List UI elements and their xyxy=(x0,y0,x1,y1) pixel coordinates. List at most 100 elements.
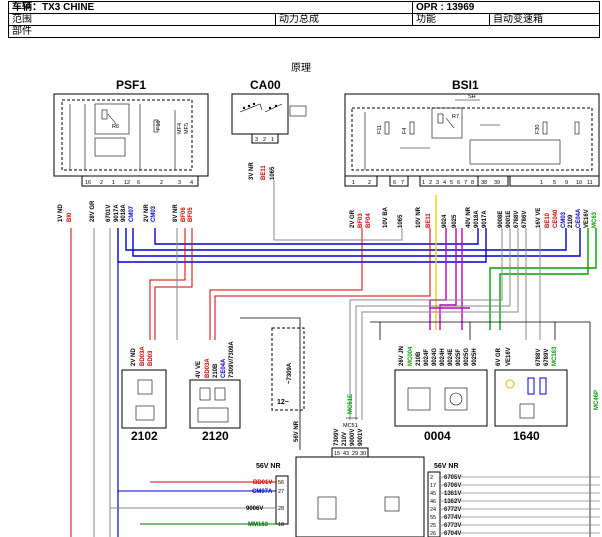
svg-text:6786V: 6786V xyxy=(522,211,528,228)
svg-text:1: 1 xyxy=(112,180,115,186)
svg-text:9017A: 9017A xyxy=(482,210,488,228)
svg-text:9017A: 9017A xyxy=(114,204,120,222)
svg-text:MC163: MC163 xyxy=(552,346,558,366)
svg-text:9001E: 9001E xyxy=(506,211,512,228)
svg-text:24: 24 xyxy=(430,507,436,513)
svg-text:6V GR: 6V GR xyxy=(496,347,502,366)
svg-text:3: 3 xyxy=(178,180,181,186)
svg-text:F30: F30 xyxy=(535,125,541,134)
svg-text:16V VE: 16V VE xyxy=(536,208,542,228)
mc46p-label: MC46P xyxy=(594,390,600,410)
ca00-conn-title: 3V NR xyxy=(249,162,255,180)
svg-text:2V ND: 2V ND xyxy=(131,348,137,366)
svg-text:210V: 210V xyxy=(342,432,348,446)
svg-text:6701V: 6701V xyxy=(106,205,112,222)
svg-text:BD01V: BD01V xyxy=(253,480,272,486)
bsi1-conn-2vgr xyxy=(344,175,378,187)
svg-text:CM07: CM07 xyxy=(129,205,135,222)
svg-text:5: 5 xyxy=(553,180,556,186)
svg-text:BF06: BF06 xyxy=(181,207,187,222)
c1640-wire-labels: 6V GR VE16V 6788V 6789V MC163 xyxy=(496,346,558,366)
svg-text:28V GR: 28V GR xyxy=(90,200,96,222)
c7309-box xyxy=(271,327,305,411)
svg-text:210B: 210B xyxy=(416,351,422,366)
svg-text:2: 2 xyxy=(429,180,432,186)
svg-text:9025H: 9025H xyxy=(472,348,478,366)
mc51e-label: MC51E xyxy=(348,394,354,414)
svg-text:4V VE: 4V VE xyxy=(196,361,202,378)
svg-text:7309V: 7309V xyxy=(334,429,340,446)
svg-text:CE04A: CE04A xyxy=(221,358,227,378)
svg-text:VE16V: VE16V xyxy=(584,209,590,228)
page-title: 原理 xyxy=(291,63,311,74)
svg-text:9018A: 9018A xyxy=(474,210,480,228)
svg-text:9025: 9025 xyxy=(452,214,458,228)
svg-text:10: 10 xyxy=(576,180,582,186)
svg-text:55: 55 xyxy=(430,515,436,521)
svg-text:1: 1 xyxy=(422,180,425,186)
svg-text:BD03A: BD03A xyxy=(140,346,146,366)
svg-text:BF04: BF04 xyxy=(366,213,372,228)
svg-text:4: 4 xyxy=(443,180,446,186)
svg-text:5: 5 xyxy=(450,180,453,186)
svg-text:2V GR: 2V GR xyxy=(350,209,356,228)
svg-text:6: 6 xyxy=(393,180,396,186)
bsi1-box: SH F11 F4 R7 F30 xyxy=(344,93,600,177)
svg-text:BE11: BE11 xyxy=(426,213,432,228)
svg-text:1V ND: 1V ND xyxy=(58,204,64,222)
svg-text:12: 12 xyxy=(124,180,130,186)
svg-text:27: 27 xyxy=(278,489,284,495)
psf1-mf5-label: MF5 xyxy=(184,123,190,134)
svg-text:BF03: BF03 xyxy=(358,213,364,228)
svg-text:9008E: 9008E xyxy=(498,211,504,228)
svg-text:3: 3 xyxy=(436,180,439,186)
svg-text:7309V/7309A: 7309V/7309A xyxy=(229,341,235,378)
svg-text:CM07A: CM07A xyxy=(252,489,273,495)
svg-text:BE10: BE10 xyxy=(545,212,551,228)
svg-text:9024H: 9024H xyxy=(440,348,446,366)
o004-wire-labels: 26V JN MC004 210B 9024F 9024G 9024H 9024… xyxy=(399,346,478,366)
svg-text:9024: 9024 xyxy=(442,214,448,228)
svg-text:CE04A: CE04A xyxy=(576,208,582,228)
svg-text:9006V: 9006V xyxy=(246,506,263,512)
ecu-top-conn-title: 56V NR xyxy=(294,420,300,442)
svg-text:1065: 1065 xyxy=(398,214,404,228)
ca00-box xyxy=(231,93,307,135)
c1640-title: 1640 xyxy=(513,429,540,443)
svg-text:28: 28 xyxy=(278,506,284,512)
svg-text:26: 26 xyxy=(430,531,436,537)
svg-text:2: 2 xyxy=(368,180,371,186)
part-label: 部件 xyxy=(8,25,600,38)
svg-text:29: 29 xyxy=(352,451,358,457)
svg-text:6: 6 xyxy=(137,180,140,186)
svg-text:CE040: CE040 xyxy=(553,209,559,228)
c2120-title: 2120 xyxy=(202,429,229,443)
svg-text:CM03: CM03 xyxy=(151,205,157,222)
svg-text:2: 2 xyxy=(160,180,163,186)
svg-text:2: 2 xyxy=(263,137,266,143)
c2102-title: 2102 xyxy=(131,429,158,443)
svg-text:6704V: 6704V xyxy=(444,531,461,537)
svg-text:16: 16 xyxy=(85,180,91,186)
ca00-wire-be11: BE11 xyxy=(261,165,267,180)
svg-text:10V NR: 10V NR xyxy=(416,206,422,228)
psf1-mf4-label: MF4 xyxy=(177,123,183,134)
svg-text:38: 38 xyxy=(481,180,487,186)
svg-text:3: 3 xyxy=(255,137,258,143)
svg-text:1: 1 xyxy=(352,180,355,186)
svg-text:BF05: BF05 xyxy=(188,207,194,222)
bsi1-title: BSI1 xyxy=(452,78,479,92)
svg-text:9001V: 9001V xyxy=(358,429,364,446)
svg-text:6774V: 6774V xyxy=(444,515,461,521)
svg-text:MC63: MC63 xyxy=(592,211,598,228)
psf1-connector xyxy=(81,175,199,187)
o004-box xyxy=(394,369,488,427)
svg-text:9025G: 9025G xyxy=(464,348,470,366)
svg-text:43: 43 xyxy=(343,451,349,457)
c2102-wire-labels: 2V ND BD03A BD03 xyxy=(131,346,154,366)
svg-text:1: 1 xyxy=(271,137,274,143)
bsi1-conn-40vnr xyxy=(477,175,509,187)
header-table: 车辆：TX3 CHINE OPR : 13969 范围 动力总成 功能 自动变速… xyxy=(8,1,600,38)
svg-text:2109: 2109 xyxy=(568,214,574,228)
svg-text:9025F: 9025F xyxy=(456,349,462,366)
